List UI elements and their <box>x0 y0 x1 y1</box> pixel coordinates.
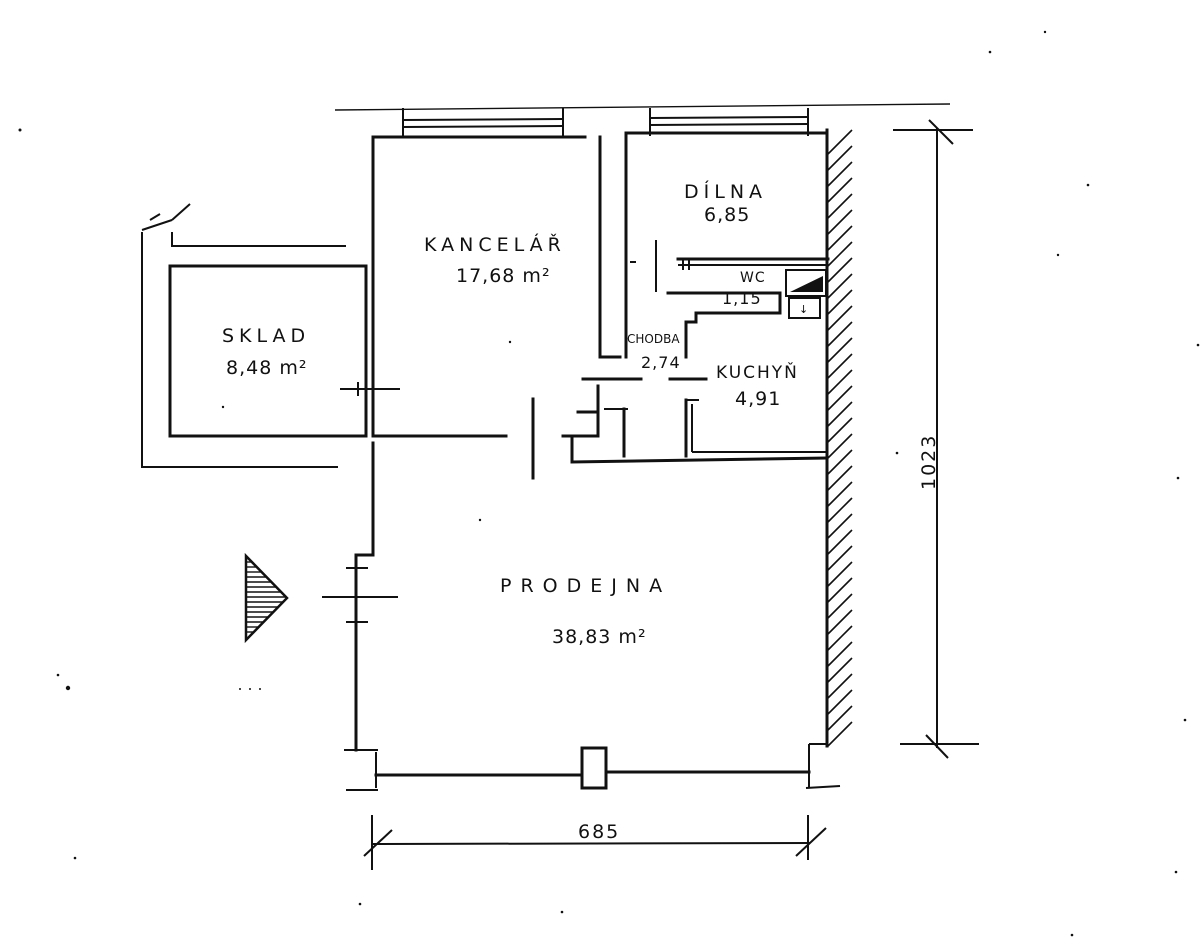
room-area-prodejna: 38,83 m² <box>552 626 647 648</box>
room-area-dilna: 6,85 <box>704 204 750 226</box>
window-dilna <box>649 108 809 136</box>
room-prodejna: PRODEJNA 38,83 m² <box>500 575 671 648</box>
scan-specks <box>18 30 1200 937</box>
dimension-width: 685 <box>363 815 827 870</box>
room-name-sklad: SKLAD <box>222 325 310 347</box>
room-area-kancelar: 17,68 m² <box>456 265 551 287</box>
walls-sklad <box>141 203 400 468</box>
walls-chodba-kuchyn <box>561 377 828 464</box>
room-area-wc: 1,15 <box>722 289 762 308</box>
room-chodba: CHODBA 2,74 <box>627 332 681 372</box>
room-area-chodba: 2,74 <box>641 353 681 372</box>
room-area-sklad: 8,48 m² <box>226 357 307 379</box>
room-name-kuchyn: KUCHYŇ <box>716 361 799 383</box>
room-name-prodejna: PRODEJNA <box>500 575 671 597</box>
room-name-chodba: CHODBA <box>627 332 680 346</box>
exterior-wall-hatched <box>825 128 853 748</box>
room-name-wc: WC <box>740 270 766 286</box>
walls-prodejna <box>322 441 841 791</box>
room-kuchyn: KUCHYŇ 4,91 <box>716 361 799 410</box>
svg-text:↓: ↓ <box>799 303 808 316</box>
room-name-dilna: DÍLNA <box>684 180 767 203</box>
room-dilna: DÍLNA 6,85 <box>684 180 767 226</box>
dimension-height-label: 1023 <box>918 434 940 490</box>
dimension-height: 1023 <box>893 119 979 759</box>
room-kancelar: KANCELÁŘ 17,68 m² <box>424 233 566 287</box>
room-area-kuchyn: 4,91 <box>735 388 781 410</box>
walls-dilna <box>624 131 830 359</box>
entrance-arrow-icon <box>244 552 289 644</box>
window-kancelar <box>402 108 564 136</box>
dimension-width-label: 685 <box>578 821 620 843</box>
top-reference-line <box>334 103 951 111</box>
room-wc: WC 1,15 <box>722 270 766 308</box>
room-name-kancelar: KANCELÁŘ <box>424 233 566 256</box>
room-sklad: SKLAD 8,48 m² <box>222 325 310 379</box>
walls-kancelar <box>371 135 622 438</box>
